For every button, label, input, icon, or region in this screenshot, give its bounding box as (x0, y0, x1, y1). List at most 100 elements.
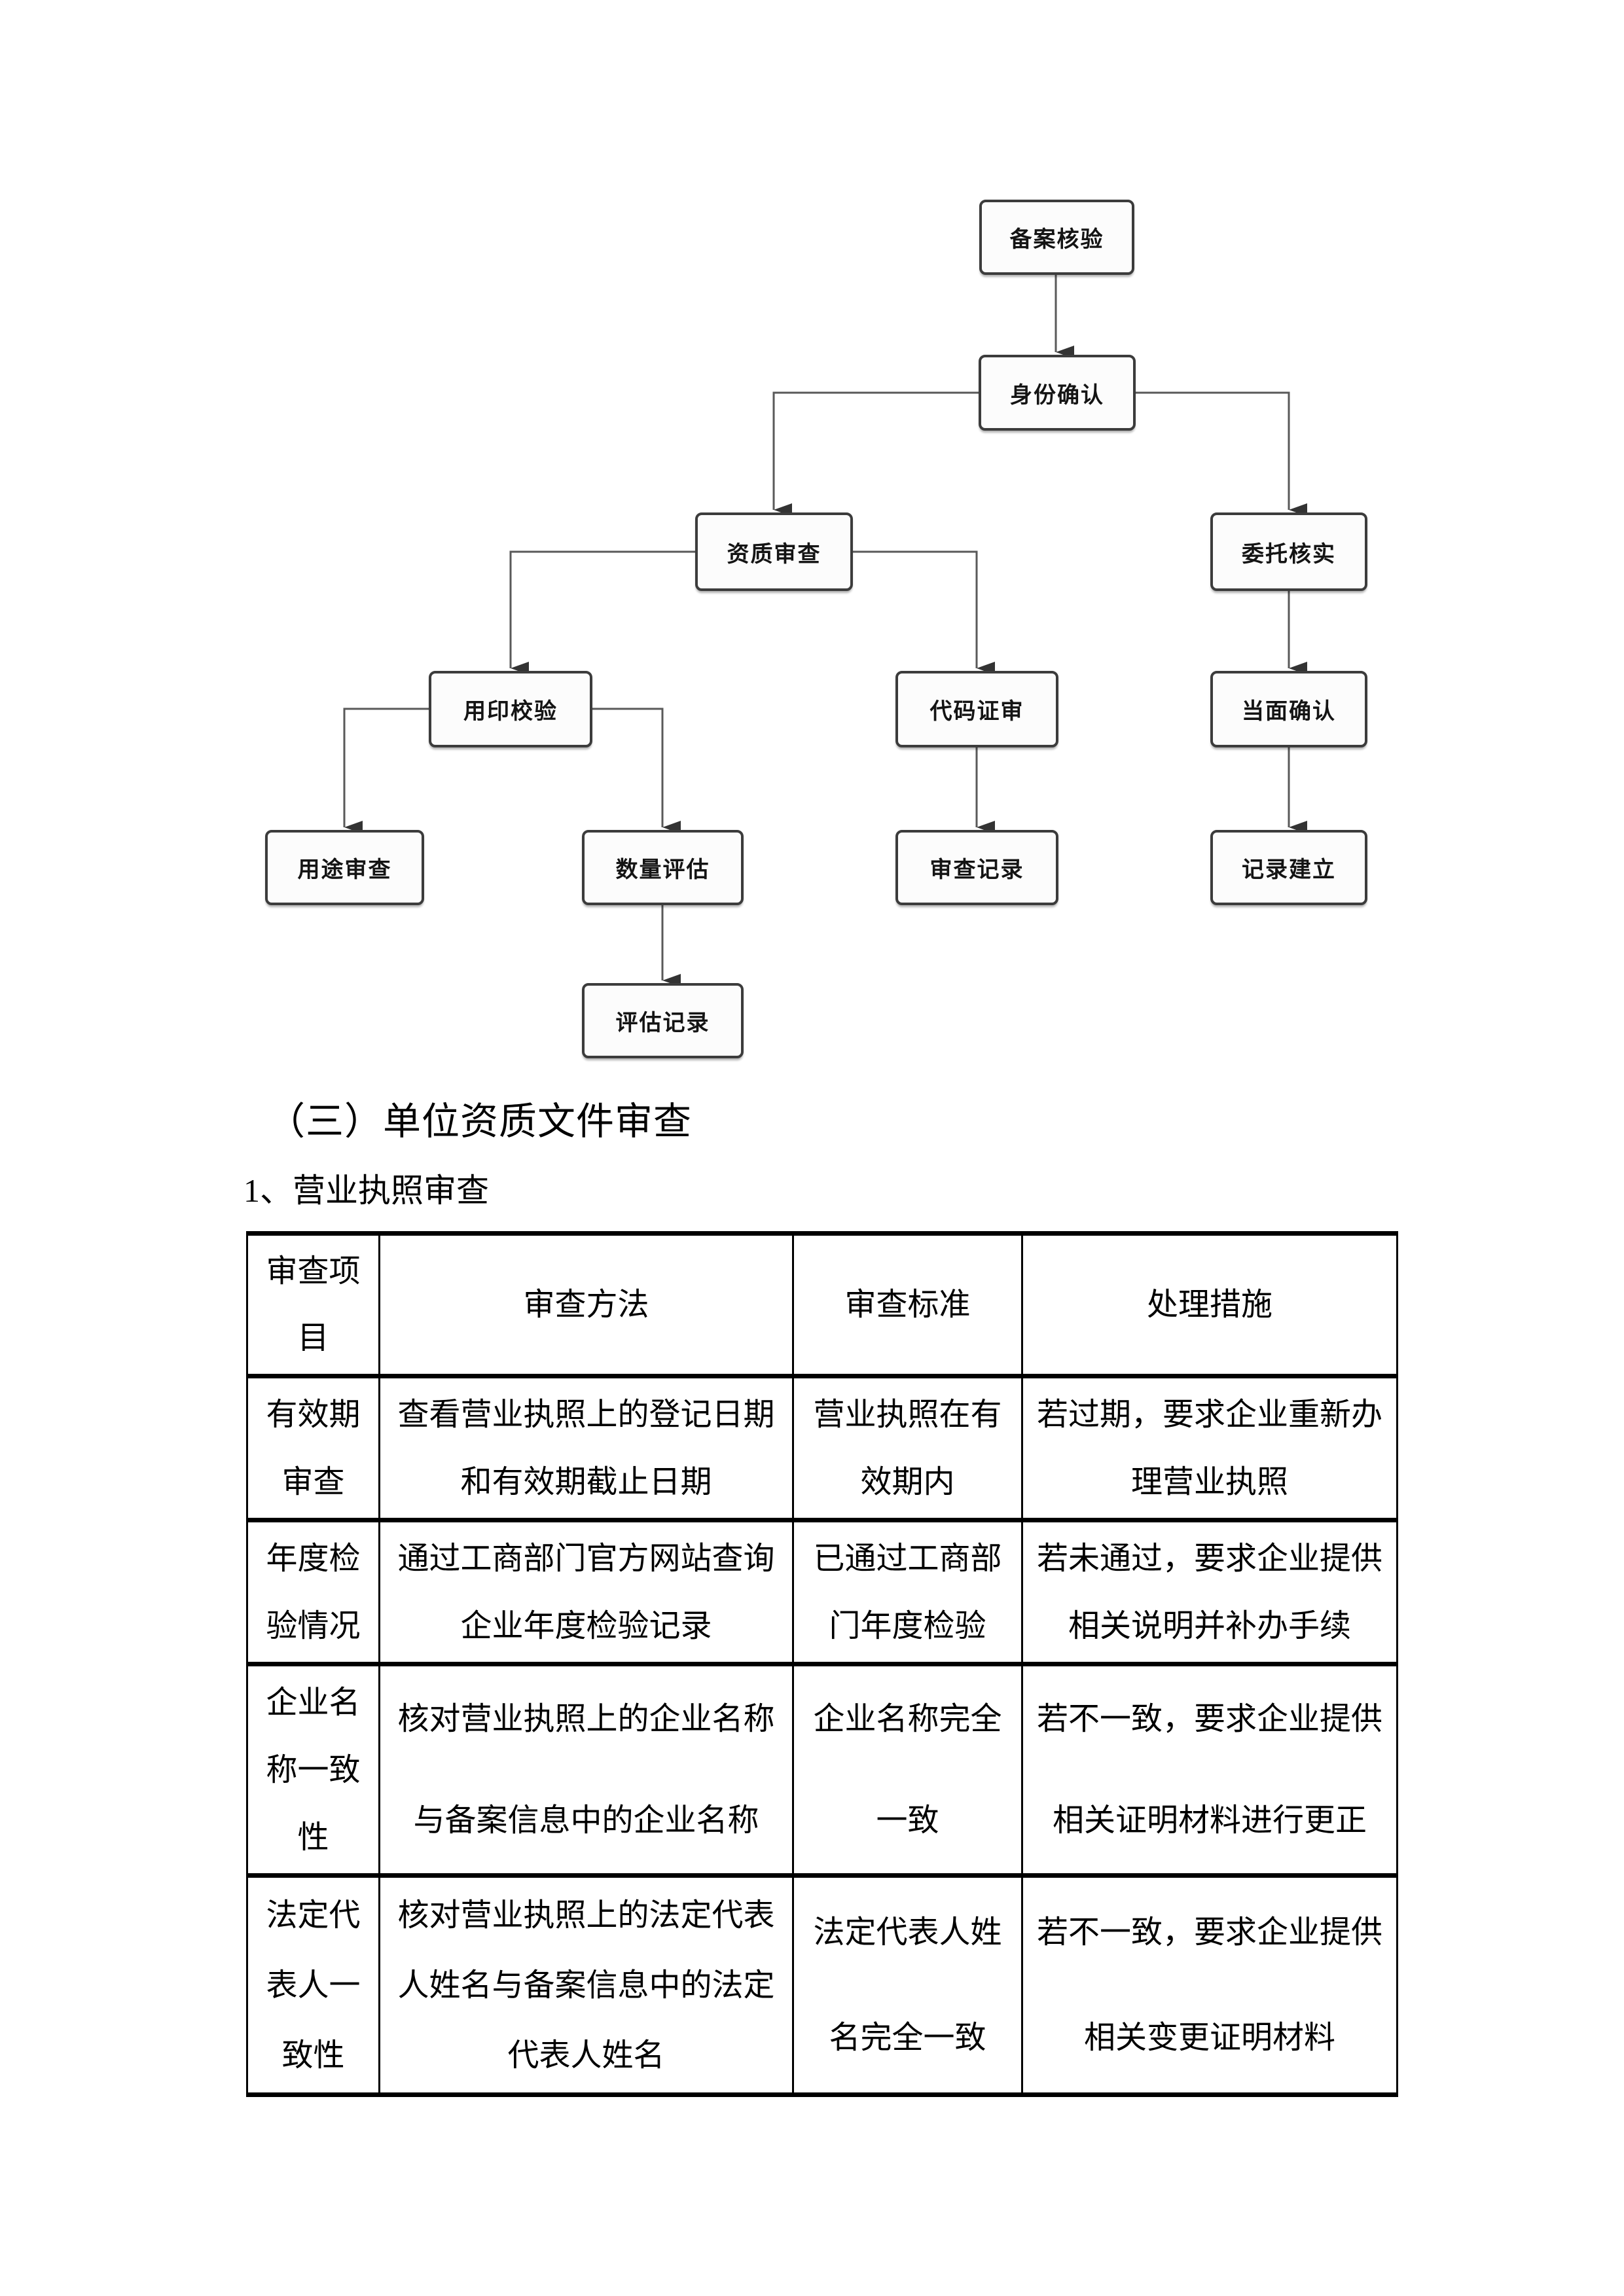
flow-node-weituo: 委托核实 (1210, 512, 1367, 591)
cell-line: 理营业执照 (1130, 1464, 1288, 1499)
cell-line: 表人一 (266, 1967, 361, 2003)
section-heading: （三）单位资质文件审查 (267, 1100, 693, 1143)
flow-node-zizhi: 资质审查 (695, 512, 853, 591)
flow-node-beian: 备案核验 (979, 200, 1134, 275)
flow-node-pinggu: 评估记录 (582, 983, 744, 1058)
cell-line: 企业年度检验记录 (460, 1608, 712, 1643)
cell-line: 审查 (281, 1464, 345, 1499)
subsection-heading: 1、营业执照审查 (244, 1172, 489, 1209)
flow-node-label: 评估记录 (615, 1011, 710, 1035)
flow-node-label: 记录建立 (1242, 857, 1336, 882)
table-row: 企业名称一致性核对营业执照上的企业名称与备案信息中的企业名称企业名称完全一致若不… (246, 1664, 1398, 1876)
table-cell-r0-c3: 若过期，要求企业重新办理营业执照 (1021, 1376, 1398, 1520)
header-cell-2: 审查标准 (792, 1233, 1023, 1376)
cell-line: 相关证明材料进行更正 (1052, 1803, 1367, 1838)
table-cell-r1-c0: 年度检验情况 (246, 1520, 380, 1664)
table-cell-r0-c1: 查看营业执照上的登记日期和有效期截止日期 (378, 1376, 794, 1520)
cell-line: 与备案信息中的企业名称 (413, 1803, 759, 1838)
cell-line: 审查项 (266, 1254, 361, 1289)
table-header-row: 审查项目 审查方法 审查标准 处理措施 (246, 1233, 1398, 1376)
cell-line: 法定代 (266, 1897, 361, 1933)
table-row: 年度检验情况通过工商部门官方网站查询企业年度检验记录已通过工商部门年度检验若未通… (246, 1520, 1398, 1664)
header-cell-0: 审查项目 (246, 1233, 380, 1376)
flow-edge-shenfen-zizhi (772, 391, 979, 516)
cell-line: 目 (297, 1321, 329, 1355)
flow-node-jilu: 记录建立 (1210, 830, 1367, 905)
table-cell-r0-c0: 有效期审查 (246, 1376, 380, 1520)
cell-line: 审查标准 (844, 1287, 971, 1322)
flow-node-yongtu: 用途审查 (265, 830, 424, 905)
flow-node-dangmian: 当面确认 (1210, 671, 1367, 747)
cell-line: 企业名 (266, 1685, 361, 1720)
cell-line: 营业执照在有 (813, 1397, 1002, 1432)
flow-node-label: 代码证审 (929, 699, 1024, 724)
flow-node-shencha: 审查记录 (895, 830, 1058, 905)
table-row: 法定代表人一致性核对营业执照上的法定代表人姓名与备案信息中的法定代表人姓名法定代… (246, 1875, 1398, 2095)
table-cell-r0-c2: 营业执照在有效期内 (792, 1376, 1023, 1520)
cell-line: 处理措施 (1146, 1287, 1272, 1322)
cell-line: 年度检 (266, 1541, 361, 1576)
flow-node-label: 委托核实 (1242, 541, 1336, 567)
flow-edge-shenfen-weituo (1136, 391, 1307, 516)
table-cell-r3-c1: 核对营业执照上的法定代表人姓名与备案信息中的法定代表人姓名 (378, 1875, 794, 2095)
cell-line: 核对营业执照上的企业名称 (397, 1702, 775, 1737)
table-cell-r1-c3: 若未通过，要求企业提供相关说明并补办手续 (1021, 1520, 1398, 1664)
table-cell-r3-c3: 若不一致，要求企业提供相关变更证明材料 (1021, 1875, 1398, 2095)
flowchart: 备案核验身份确认资质审查 委托核实用印校验 代码证审 当面确认用途审查 数量评估 审查记录… (265, 200, 1367, 1058)
flow-node-label: 数量评估 (615, 857, 710, 882)
cell-line: 验情况 (266, 1608, 361, 1643)
table-cell-r3-c2: 法定代表人姓名完全一致 (792, 1875, 1023, 2095)
cell-line: 若未通过，要求企业提供 (1036, 1541, 1382, 1576)
flow-node-label: 当面确认 (1242, 699, 1336, 724)
cell-line: 若不一致，要求企业提供 (1036, 1702, 1382, 1737)
flow-node-label: 用印校验 (463, 699, 558, 724)
flow-node-label: 身份确认 (1010, 382, 1104, 408)
cell-line: 审查方法 (523, 1287, 649, 1322)
flowchart-connectors (343, 275, 1307, 987)
flow-node-shuliang: 数量评估 (582, 830, 744, 905)
table-cell-r3-c0: 法定代表人一致性 (246, 1875, 380, 2095)
review-table: 审查项目审查方法审查标准处理措施 有效期审查查看营业执照上的登记日期和有效期截止… (246, 1231, 1398, 2097)
flow-node-yongyin: 用印校验 (429, 671, 592, 747)
cell-line: 企业名称完全 (813, 1702, 1002, 1737)
table-cell-r2-c0: 企业名称一致性 (246, 1664, 380, 1876)
flow-node-shenfen: 身份确认 (979, 355, 1136, 431)
cell-line: 若过期，要求企业重新办 (1036, 1397, 1382, 1432)
cell-line: 核对营业执照上的法定代表 (397, 1897, 775, 1933)
flow-node-label: 资质审查 (727, 541, 821, 567)
cell-line: 若不一致，要求企业提供 (1036, 1915, 1382, 1950)
cell-line: 法定代表人姓 (813, 1915, 1002, 1950)
flow-node-label: 审查记录 (929, 857, 1024, 882)
cell-line: 称一致 (266, 1752, 361, 1787)
cell-line: 一致 (876, 1803, 939, 1838)
cell-line: 名完全一致 (829, 2020, 986, 2055)
table-cell-r2-c3: 若不一致，要求企业提供相关证明材料进行更正 (1021, 1664, 1398, 1876)
table-cell-r2-c2: 企业名称完全一致 (792, 1664, 1023, 1876)
cell-line: 致性 (281, 2037, 345, 2073)
cell-line: 门年度检验 (829, 1608, 986, 1643)
flow-node-label: 备案核验 (1009, 227, 1104, 252)
flow-edge-zizhi-daima (853, 550, 995, 675)
cell-line: 有效期 (266, 1397, 361, 1432)
cell-line: 代表人姓名 (507, 2037, 665, 2073)
header-cell-1: 审查方法 (378, 1233, 794, 1376)
header-cell-3: 处理措施 (1021, 1233, 1398, 1376)
cell-line: 人姓名与备案信息中的法定 (397, 1967, 775, 2003)
table-cell-r1-c1: 通过工商部门官方网站查询企业年度检验记录 (378, 1520, 794, 1664)
cell-line: 通过工商部门官方网站查询 (397, 1541, 775, 1576)
flow-node-daima: 代码证审 (895, 671, 1058, 747)
flow-edge-yongyin-yongtu (343, 708, 429, 834)
cell-line: 查看营业执照上的登记日期 (397, 1397, 775, 1432)
cell-line: 性 (297, 1820, 329, 1855)
cell-line: 效期内 (860, 1464, 955, 1499)
flow-edge-yongyin-shuliang (592, 708, 681, 834)
cell-line: 相关变更证明材料 (1083, 2020, 1335, 2055)
table-cell-r2-c1: 核对营业执照上的企业名称与备案信息中的企业名称 (378, 1664, 794, 1876)
cell-line: 和有效期截止日期 (460, 1464, 712, 1499)
table-row: 有效期审查查看营业执照上的登记日期和有效期截止日期营业执照在有效期内若过期，要求… (246, 1376, 1398, 1520)
table-cell-r1-c2: 已通过工商部门年度检验 (792, 1520, 1023, 1664)
cell-line: 已通过工商部 (813, 1541, 1002, 1576)
flow-edge-zizhi-yongyin (509, 550, 695, 675)
flow-node-label: 用途审查 (297, 857, 392, 882)
